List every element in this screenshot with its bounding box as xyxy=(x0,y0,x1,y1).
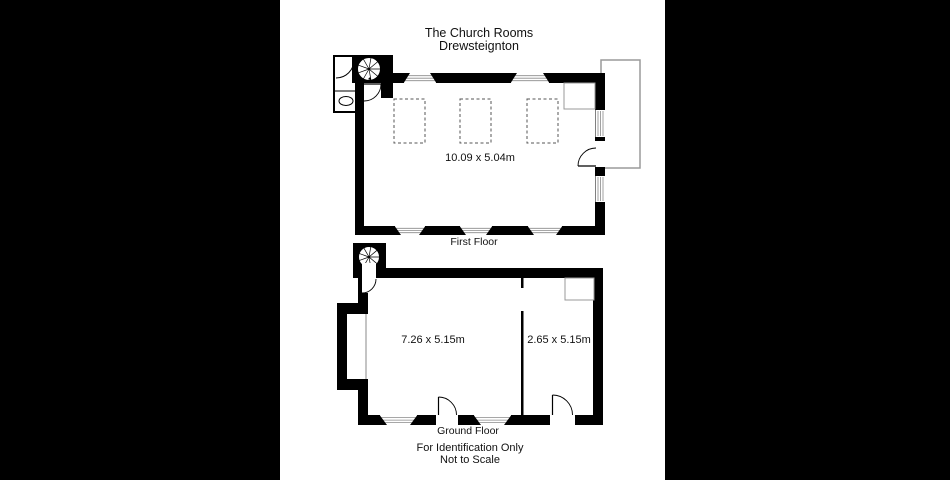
gf-door-2-arc xyxy=(552,394,573,416)
gf-cupboard-outline xyxy=(564,277,595,301)
gf-stair-door-arc xyxy=(361,278,377,294)
window-top-2 xyxy=(511,73,549,83)
divider-wall xyxy=(521,311,524,415)
roof-light-outline-3 xyxy=(526,98,559,144)
footer-line2: Not to Scale xyxy=(440,454,500,466)
window-right-1 xyxy=(595,110,605,137)
footer-line1: For Identification Only xyxy=(417,442,524,454)
first-floor-plan: 10.09 x 5.04m First Floor xyxy=(333,55,641,248)
window-top-1 xyxy=(404,73,436,83)
window-right-2 xyxy=(595,176,605,202)
window-bottom-3 xyxy=(528,226,562,235)
right-door-arc xyxy=(577,147,597,167)
bay-recess xyxy=(337,303,368,390)
first-floor-label: First Floor xyxy=(450,236,498,248)
gf-stair-opening xyxy=(362,263,376,293)
gf-window-bottom-2 xyxy=(474,415,511,425)
roof-light-outline-1 xyxy=(393,98,426,144)
ground-floor-room-interior xyxy=(368,278,593,415)
window-bottom-1 xyxy=(395,226,425,235)
stair-door-arc xyxy=(363,83,382,102)
divider-wall-top-stub xyxy=(521,278,524,288)
ground-floor-label: Ground Floor xyxy=(437,425,499,437)
balcony-outline xyxy=(600,59,641,169)
ground-floor-plan: 7.26 x 5.15m 2.65 x 5.15m Ground Floor xyxy=(337,243,603,437)
roof-light-outline-2 xyxy=(459,98,492,144)
window-bottom-2 xyxy=(460,226,492,235)
spiral-staircase-icon xyxy=(357,57,381,81)
wc-basin-oval xyxy=(338,96,354,106)
gf-spiral-staircase-icon xyxy=(358,246,380,268)
first-floor-dimensions: 10.09 x 5.04m xyxy=(445,152,515,164)
gf-door-1 xyxy=(436,396,458,425)
gf-door-1-opening xyxy=(436,414,458,425)
gf-door-2 xyxy=(550,394,575,425)
right-door-opening xyxy=(595,141,605,167)
right-door xyxy=(577,141,605,167)
page-title-line2: Drewsteignton xyxy=(439,39,519,53)
ground-floor-right-room-dimensions: 2.65 x 5.15m xyxy=(527,334,591,346)
gf-door-2-opening xyxy=(550,414,575,425)
page-title-line1: The Church Rooms xyxy=(425,26,533,40)
stair-enclosure-stub-wall xyxy=(381,55,393,98)
cupboard-outline xyxy=(563,82,596,110)
ground-floor-left-room-dimensions: 7.26 x 5.15m xyxy=(401,334,465,346)
gf-door-1-arc xyxy=(438,396,457,416)
gf-window-bottom-1 xyxy=(380,415,417,425)
first-floor-room-interior xyxy=(364,83,595,226)
stair-door xyxy=(363,83,382,102)
